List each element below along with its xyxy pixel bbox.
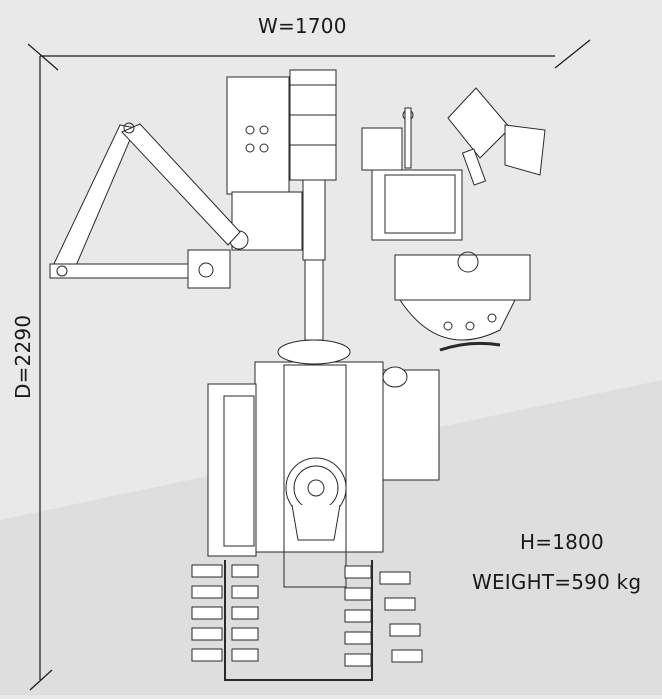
depth-label: D=2290 [11,314,35,399]
shaft [304,259,324,341]
bead-breaker-arm [49,122,241,289]
weight-label: WEIGHT=590 kg [472,570,642,594]
pedal-frame [224,560,373,681]
width-dimension-line [27,39,591,71]
mounting-tool [402,87,546,186]
pedals-left [191,564,259,662]
depth-dimension-line [29,56,53,691]
small-cylinder [382,366,408,388]
width-label: W=1700 [258,14,347,38]
helper-arm [394,251,531,352]
upper-housing [226,76,290,195]
pedals-right [344,565,423,667]
right-panel [382,369,440,481]
vertical-column [289,69,337,181]
left-panel [207,383,257,557]
clamp-head [277,339,351,365]
control-box [371,169,463,241]
height-label: H=1800 [520,530,604,554]
machine-drawing [49,69,546,681]
